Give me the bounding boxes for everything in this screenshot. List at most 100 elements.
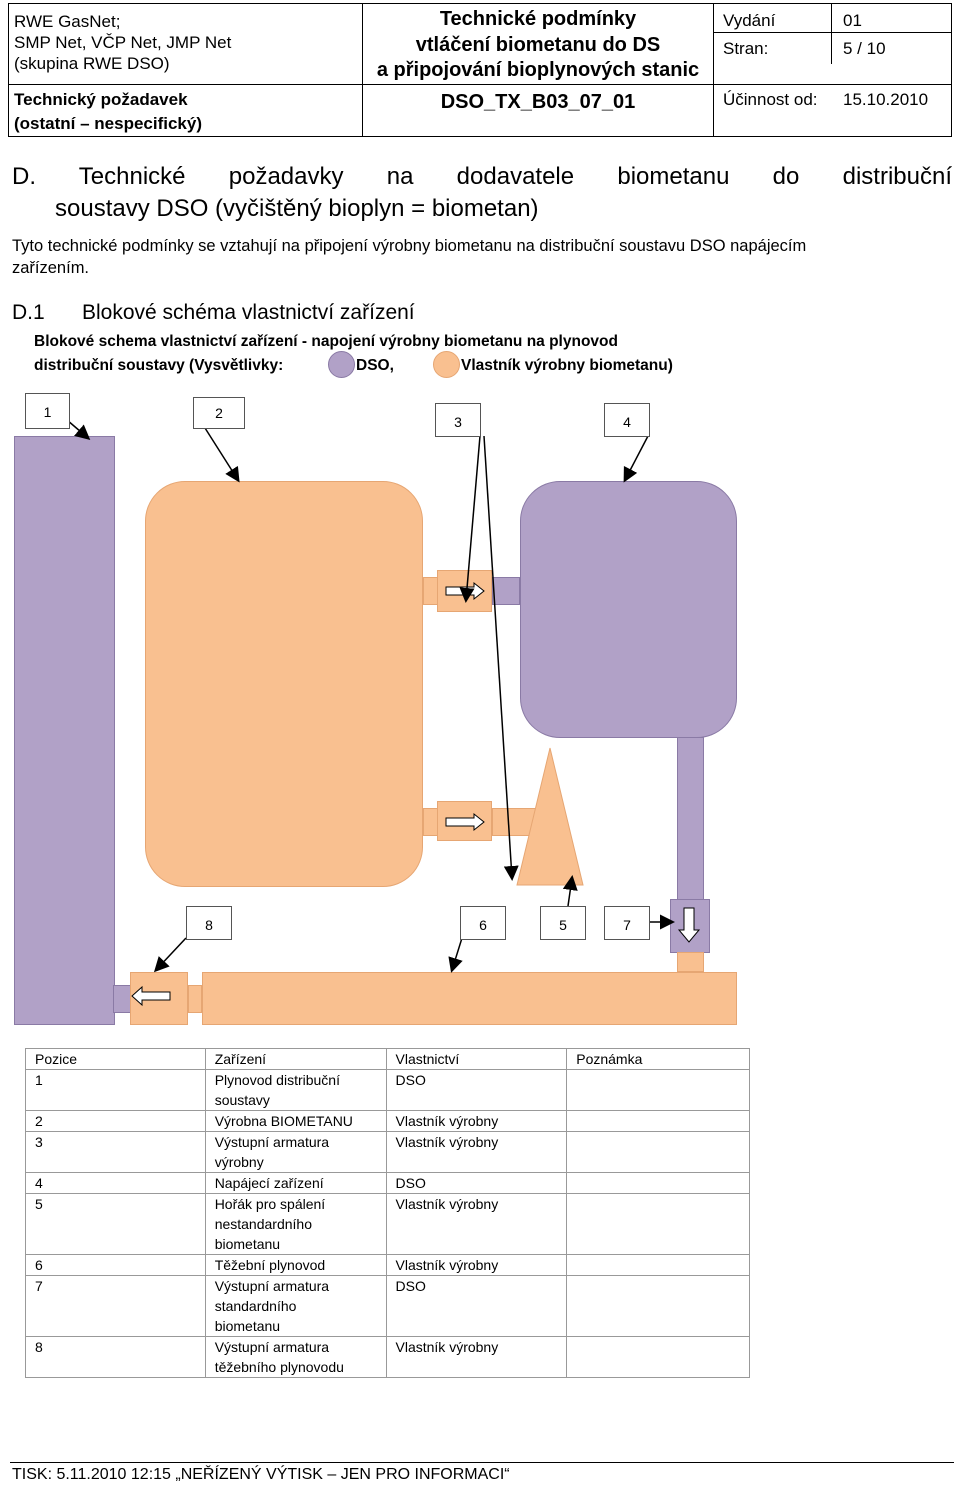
ownership-value: DSO (395, 1072, 426, 1088)
cell-note (566, 1131, 750, 1173)
cell-note (566, 1193, 750, 1255)
diagram-caption-a: distribuční soustavy (Vysvětlivky: (34, 357, 284, 374)
cell-ownership: Vlastník výrobny (385, 1193, 568, 1255)
cell-ownership: Vlastník výrobny (385, 1254, 568, 1276)
position-value: 2 (35, 1113, 43, 1129)
burner (516, 747, 584, 886)
ownership-value: Vlastník výrobny (395, 1113, 499, 1129)
print-footer: TISK: 5.11.2010 12:15 „NEŘÍZENÝ VÝTISK –… (12, 1466, 510, 1483)
cell-position: 1 (25, 1069, 206, 1111)
diagram-caption-line-1: Blokové schema vlastnictví zařízení - na… (34, 333, 618, 350)
cell-note (566, 1336, 750, 1378)
cell-device: Těžební plynovod (204, 1254, 387, 1276)
subsection-number: D.1 (12, 301, 45, 324)
device-text-line: Výstupní armatura (214, 1134, 330, 1150)
biomethane-plant (145, 481, 423, 887)
device-text-line: nestandardního (214, 1216, 312, 1232)
device-text-line: Výstupní armatura (214, 1278, 330, 1294)
ownership-value: Vlastník výrobny (395, 1257, 499, 1273)
ownership-value: DSO (395, 1175, 426, 1191)
table-header-row: Pozice Zařízení Vlastnictví Poznámka (25, 1048, 750, 1070)
company-line-1: RWE GasNet; (14, 12, 121, 31)
subsection-title: Blokové schéma vlastnictví zařízení (82, 301, 415, 324)
doc-code: DSO_TX_B03_07_01 (440, 91, 636, 113)
cell-device: Výstupní armatura výrobny (204, 1131, 387, 1173)
edition-label: Vydání (723, 11, 776, 30)
requirement-type: Technický požadavek (14, 90, 188, 109)
valve-connector (188, 985, 202, 1013)
position-value: 8 (35, 1339, 43, 1355)
device-text-line: výrobny (214, 1154, 264, 1170)
cell-note (566, 1254, 750, 1276)
table-row: 7 Výstupní armatura standardního biometanu D… (25, 1275, 750, 1337)
cell-ownership: Vlastník výrobny (385, 1131, 568, 1173)
position-value: 5 (35, 1196, 43, 1212)
page-label: Stran: (723, 39, 769, 58)
device-text-line: Výstupní armatura (214, 1339, 330, 1355)
position-value: 4 (35, 1175, 43, 1191)
position-value: 6 (35, 1257, 43, 1273)
header-ownership: Vlastnictví (385, 1048, 568, 1070)
cell-position: 4 (25, 1172, 206, 1194)
ownership-value: Vlastník výrobny (395, 1196, 499, 1212)
table-row: 4 Napájecí zařízení DSO (25, 1172, 750, 1194)
feeding-inlet-stub (492, 577, 520, 605)
effective-value: 15.10.2010 (843, 90, 929, 109)
doc-title-line-3: a připojování bioplynových stanic (376, 59, 700, 81)
valve-outlet-stub (677, 952, 704, 972)
position-value: 3 (35, 1134, 43, 1150)
table-row: 6 Těžební plynovod Vlastník výrobny (25, 1254, 750, 1276)
device-text-line: Těžební plynovod (214, 1257, 326, 1273)
device-text-line: Výrobna BIOMETANU (214, 1113, 353, 1129)
feeding-output-pipe (677, 737, 704, 907)
flow-arrow-icon (677, 907, 701, 943)
diagram-label-8: 8 (186, 906, 232, 940)
company-line-2: SMP Net, VČP Net, JMP Net (14, 33, 232, 52)
cell-position: 2 (25, 1110, 206, 1132)
diagram-label-2: 2 (193, 397, 245, 429)
ownership-value: Vlastník výrobny (395, 1134, 499, 1150)
cell-device: Napájecí zařízení (204, 1172, 387, 1194)
intro-text-cont: zařízením. (12, 259, 90, 277)
feeding-device (520, 481, 737, 738)
diagram-caption-c: Vlastník výrobny biometanu) (461, 357, 673, 374)
cell-note (566, 1275, 750, 1337)
cell-ownership: DSO (385, 1069, 568, 1111)
legend-owner-swatch (433, 351, 460, 378)
flow-arrow-icon (445, 581, 485, 601)
device-text-line: biometanu (214, 1318, 281, 1334)
cell-ownership: DSO (385, 1275, 568, 1337)
diagram-label-6: 6 (460, 906, 506, 940)
diagram-label-4: 4 (604, 403, 650, 437)
header-note: Poznámka (566, 1048, 750, 1070)
extraction-pipeline (202, 972, 737, 1025)
header-position: Pozice (25, 1048, 206, 1070)
ownership-value: Vlastník výrobny (395, 1339, 499, 1355)
legend-dso-swatch (328, 351, 355, 378)
company-line-3: (skupina RWE DSO) (14, 54, 170, 73)
edition-value: 01 (843, 11, 862, 30)
cell-ownership: DSO (385, 1172, 568, 1194)
diagram-caption-b: DSO, (356, 357, 394, 374)
position-value: 7 (35, 1278, 43, 1294)
document-header (8, 3, 952, 137)
cell-position: 7 (25, 1275, 206, 1337)
cell-position: 5 (25, 1193, 206, 1255)
cell-note (566, 1069, 750, 1111)
cell-position: 3 (25, 1131, 206, 1173)
position-value: 1 (35, 1072, 43, 1088)
diagram-label-1: 1 (25, 393, 70, 429)
device-text-line: standardního (214, 1298, 297, 1314)
cell-ownership: Vlastník výrobny (385, 1110, 568, 1132)
distribution-pipeline (14, 436, 115, 1025)
diagram-label-7: 7 (604, 906, 650, 940)
intro-text: Tyto technické podmínky se vztahují na p… (12, 237, 807, 255)
cell-note (566, 1110, 750, 1132)
device-text-line: biometanu (214, 1236, 281, 1252)
